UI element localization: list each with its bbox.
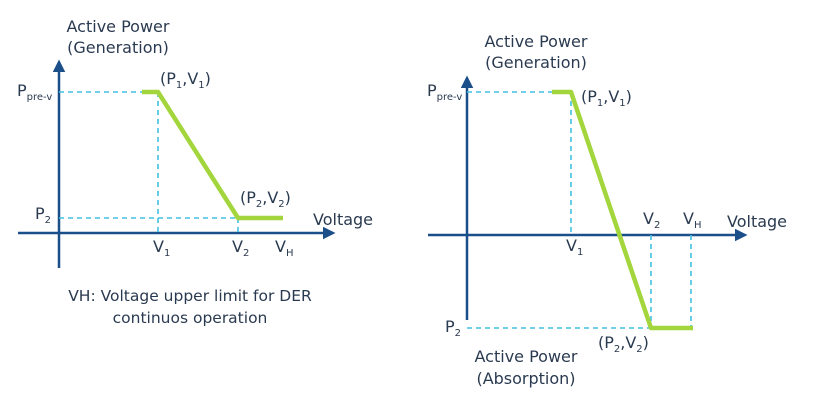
right-vh-label: VH <box>683 209 701 231</box>
right-volt-watt-curve <box>552 89 693 331</box>
right-v2-label: V2 <box>643 209 660 231</box>
right-p2-label: P2 <box>445 317 461 339</box>
left-y-axis-title-line1: Active Power <box>67 17 170 36</box>
right-diagram: Active Power (Generation) Voltage Ppre-v… <box>427 32 787 388</box>
right-v1-label: V1 <box>566 236 583 258</box>
right-point2-label: (P2,V2) <box>598 333 649 355</box>
right-x-axis-title: Voltage <box>727 212 787 231</box>
left-note-line1: VH: Voltage upper limit for DER <box>68 287 312 305</box>
right-point1-label: (P1,V1) <box>581 87 632 109</box>
left-point2-label: (P2,V2) <box>240 188 291 210</box>
left-diagram: Active Power (Generation) Voltage Ppre-v… <box>17 17 373 327</box>
left-v1-label: V1 <box>153 237 170 259</box>
left-p2-label: P2 <box>35 204 51 226</box>
left-p-pre-label: Ppre-v <box>17 81 52 103</box>
left-point1-label: (P1,V1) <box>160 69 211 91</box>
left-v2-label: V2 <box>232 237 249 259</box>
left-vh-label: VH <box>275 237 293 259</box>
right-y-neg-title-line2: (Absorption) <box>476 369 575 388</box>
left-volt-watt-curve <box>142 89 283 221</box>
right-y-axis-title-line2: (Generation) <box>485 53 587 72</box>
right-y-axis-title-line1: Active Power <box>485 32 588 51</box>
right-y-neg-title-line1: Active Power <box>475 347 578 366</box>
left-note-line2: continuos operation <box>113 309 268 327</box>
left-x-axis-title: Voltage <box>313 210 373 229</box>
right-p-pre-label: Ppre-v <box>427 81 462 103</box>
left-y-axis-title-line2: (Generation) <box>67 38 169 57</box>
